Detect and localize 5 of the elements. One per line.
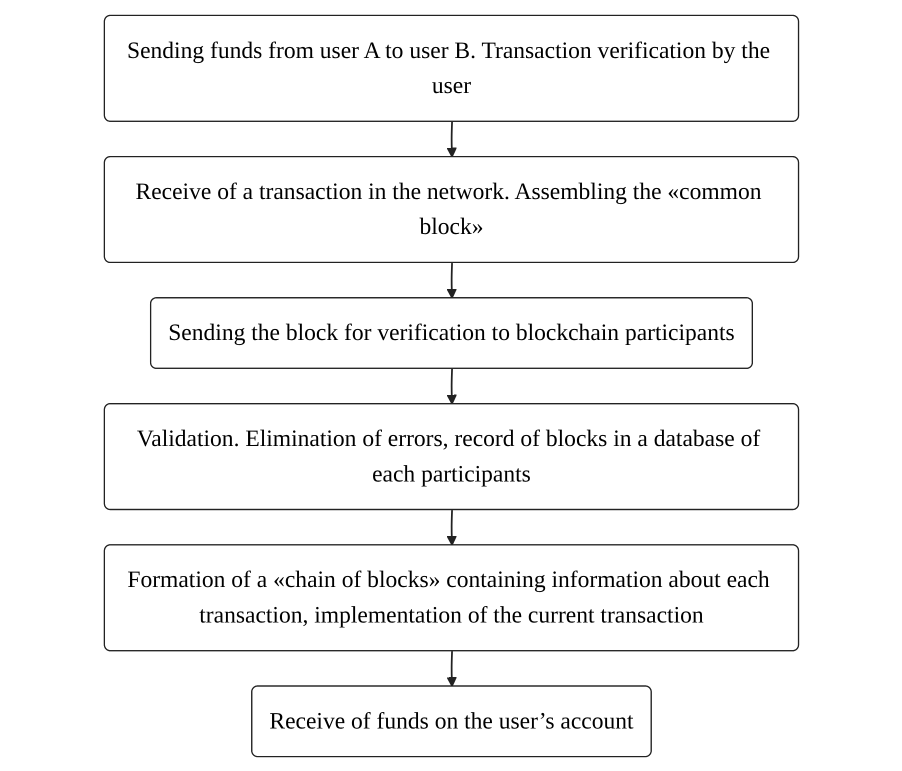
arrow: [446, 650, 456, 687]
arrow: [446, 510, 456, 546]
arrow: [446, 262, 456, 298]
arrow: [446, 368, 456, 404]
arrow: [446, 121, 456, 158]
